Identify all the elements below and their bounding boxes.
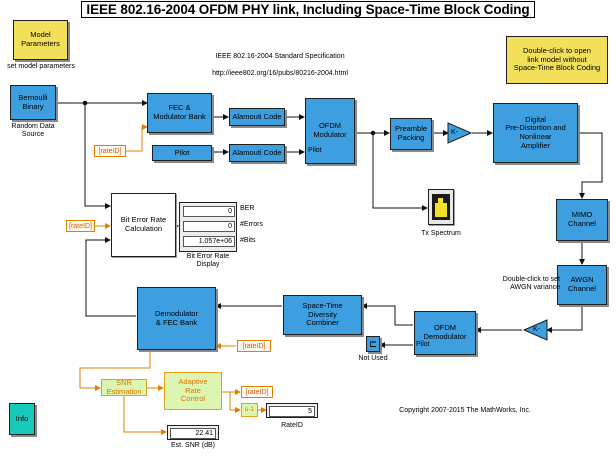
rateid-tag-arc[interactable]: [rateID] (241, 386, 273, 398)
preamble-packing-block[interactable]: Preamble Packing (390, 118, 432, 150)
alamouti-code-block-2[interactable]: Alamouti Code (229, 144, 285, 162)
bernoulli-binary-block[interactable]: Bernoulli Binary (10, 85, 56, 120)
space-time-diversity-combiner-block[interactable]: Space-Time Diversity Combiner (283, 295, 362, 335)
spec-reference[interactable]: IEEE 802.16-2004 Standard Specification … (175, 45, 385, 87)
rateid-tag-ber[interactable]: [rateID] (66, 220, 95, 232)
awgn-note: Double-click to set AWGN variance (502, 276, 560, 292)
rateid-caption: RateID (281, 422, 303, 429)
open-link-note[interactable]: Double-click to open link model without … (506, 36, 608, 84)
gain-block-1[interactable] (447, 122, 473, 144)
ofdm-modulator-block[interactable]: OFDM Modulator (305, 98, 355, 164)
rateid-display: 5 (266, 403, 318, 418)
not-used-caption: Not Used (358, 355, 388, 362)
ber-display-caption: Bit Error Rate Display (186, 253, 230, 269)
errors-value: 0 (183, 221, 235, 232)
adaptive-rate-control-block[interactable]: Adaptive Rate Control (164, 372, 222, 410)
info-block[interactable]: Info (9, 403, 35, 435)
bit-error-rate-calculation-block[interactable]: Bit Error Rate Calculation (111, 193, 176, 257)
model-parameters-block[interactable]: Model Parameters (13, 20, 68, 60)
errors-label: #Errors (240, 221, 263, 228)
snr-value: 22.41 (170, 428, 216, 439)
digital-predistortion-amplifier-block[interactable]: Digital Pre-Distortion and Nonlinear Amp… (493, 103, 578, 163)
rateid-tag-demod[interactable]: [rateID] (237, 340, 271, 352)
alamouti-code-block-1[interactable]: Alamouti Code (229, 108, 285, 126)
bits-value: 1.057e+06 (183, 236, 235, 247)
ber-display: 0 0 1.057e+06 (179, 202, 237, 252)
fec-modulator-bank-block[interactable]: FEC & Modulator Bank (147, 93, 212, 133)
not-used-terminator[interactable]: ⊏ (366, 336, 380, 352)
snr-display: 22.41 (167, 425, 219, 440)
bernoulli-caption: Random Data Source (11, 123, 55, 139)
snr-caption: Est. SNR (dB) (171, 442, 215, 449)
demodulator-fec-bank-block[interactable]: Demodulator & FEC Bank (137, 287, 216, 350)
gain-1-label: K- (451, 129, 458, 136)
awgn-channel-block[interactable]: AWGN Channel (557, 265, 607, 305)
snr-estimation-block[interactable]: SNR Estimation (101, 378, 147, 396)
gain-block-2[interactable] (522, 319, 548, 341)
diagram-title: IEEE 802.16-2004 OFDM PHY link, Includin… (0, 1, 616, 18)
bits-label: #Bits (240, 237, 256, 244)
ber-value: 0 (183, 206, 235, 217)
ofdm-demodulator-block[interactable]: OFDM Demodulator (414, 311, 476, 355)
spec-link[interactable]: http://ieee802.org/16/pubs/80216-2004.ht… (212, 70, 348, 78)
rateid-tag-fec[interactable]: [rateID] (94, 145, 126, 157)
ofdm-modulator-pilot-port: Pilot (308, 147, 322, 154)
model-parameters-caption: set model parameters (7, 63, 75, 70)
unit-delay-block[interactable]: u-1 (241, 403, 258, 417)
pilot-source-block[interactable]: Pilot (152, 145, 212, 161)
ber-label: BER (240, 205, 255, 212)
tx-spectrum-caption: Tx Spectrum (421, 230, 461, 237)
spectrum-icon (432, 194, 450, 220)
gain-2-label: K- (533, 326, 540, 333)
mimo-channel-block[interactable]: MIMO Channel (556, 199, 608, 241)
copyright-text: Copyright 2007-2015 The MathWorks, Inc. (399, 407, 531, 414)
spec-line-1: IEEE 802.16-2004 Standard Specification (215, 53, 345, 61)
rateid-value: 5 (269, 406, 315, 417)
ofdm-demod-pilot-port: Pilot (416, 341, 430, 348)
tx-spectrum-scope[interactable] (428, 189, 454, 225)
terminator-icon: ⊏ (369, 338, 377, 349)
